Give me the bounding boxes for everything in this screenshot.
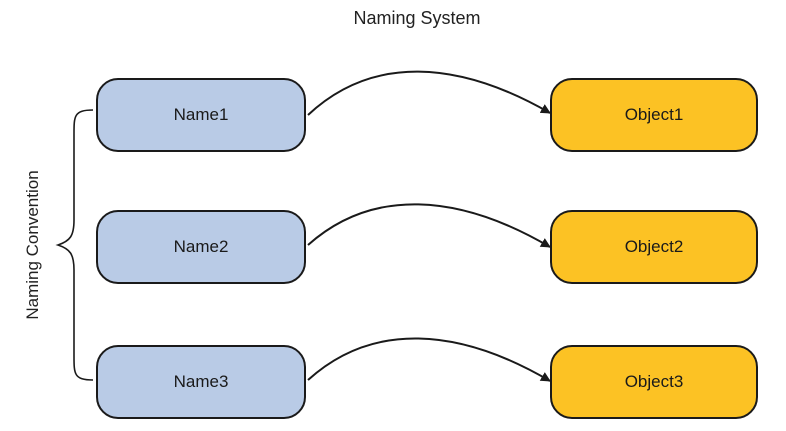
name3-label: Name3 [173,372,229,391]
object2-label: Object2 [624,237,684,256]
object3-node: Object3 [550,345,758,419]
arrow-name1-to-object1 [307,70,551,116]
object1-node: Object1 [550,78,758,152]
diagram-title: Naming System [353,8,481,28]
arrow-name2-to-object2 [307,203,551,248]
naming-convention-brace [55,109,94,381]
object1-label: Object1 [624,105,684,124]
object2-node: Object2 [550,210,758,284]
name2-label: Name2 [173,237,229,256]
name1-label: Name1 [173,105,229,124]
object3-label: Object3 [624,372,684,391]
name1-node: Name1 [96,78,306,152]
name2-node: Name2 [96,210,306,284]
name3-node: Name3 [96,345,306,419]
arrow-name3-to-object3 [307,337,551,382]
